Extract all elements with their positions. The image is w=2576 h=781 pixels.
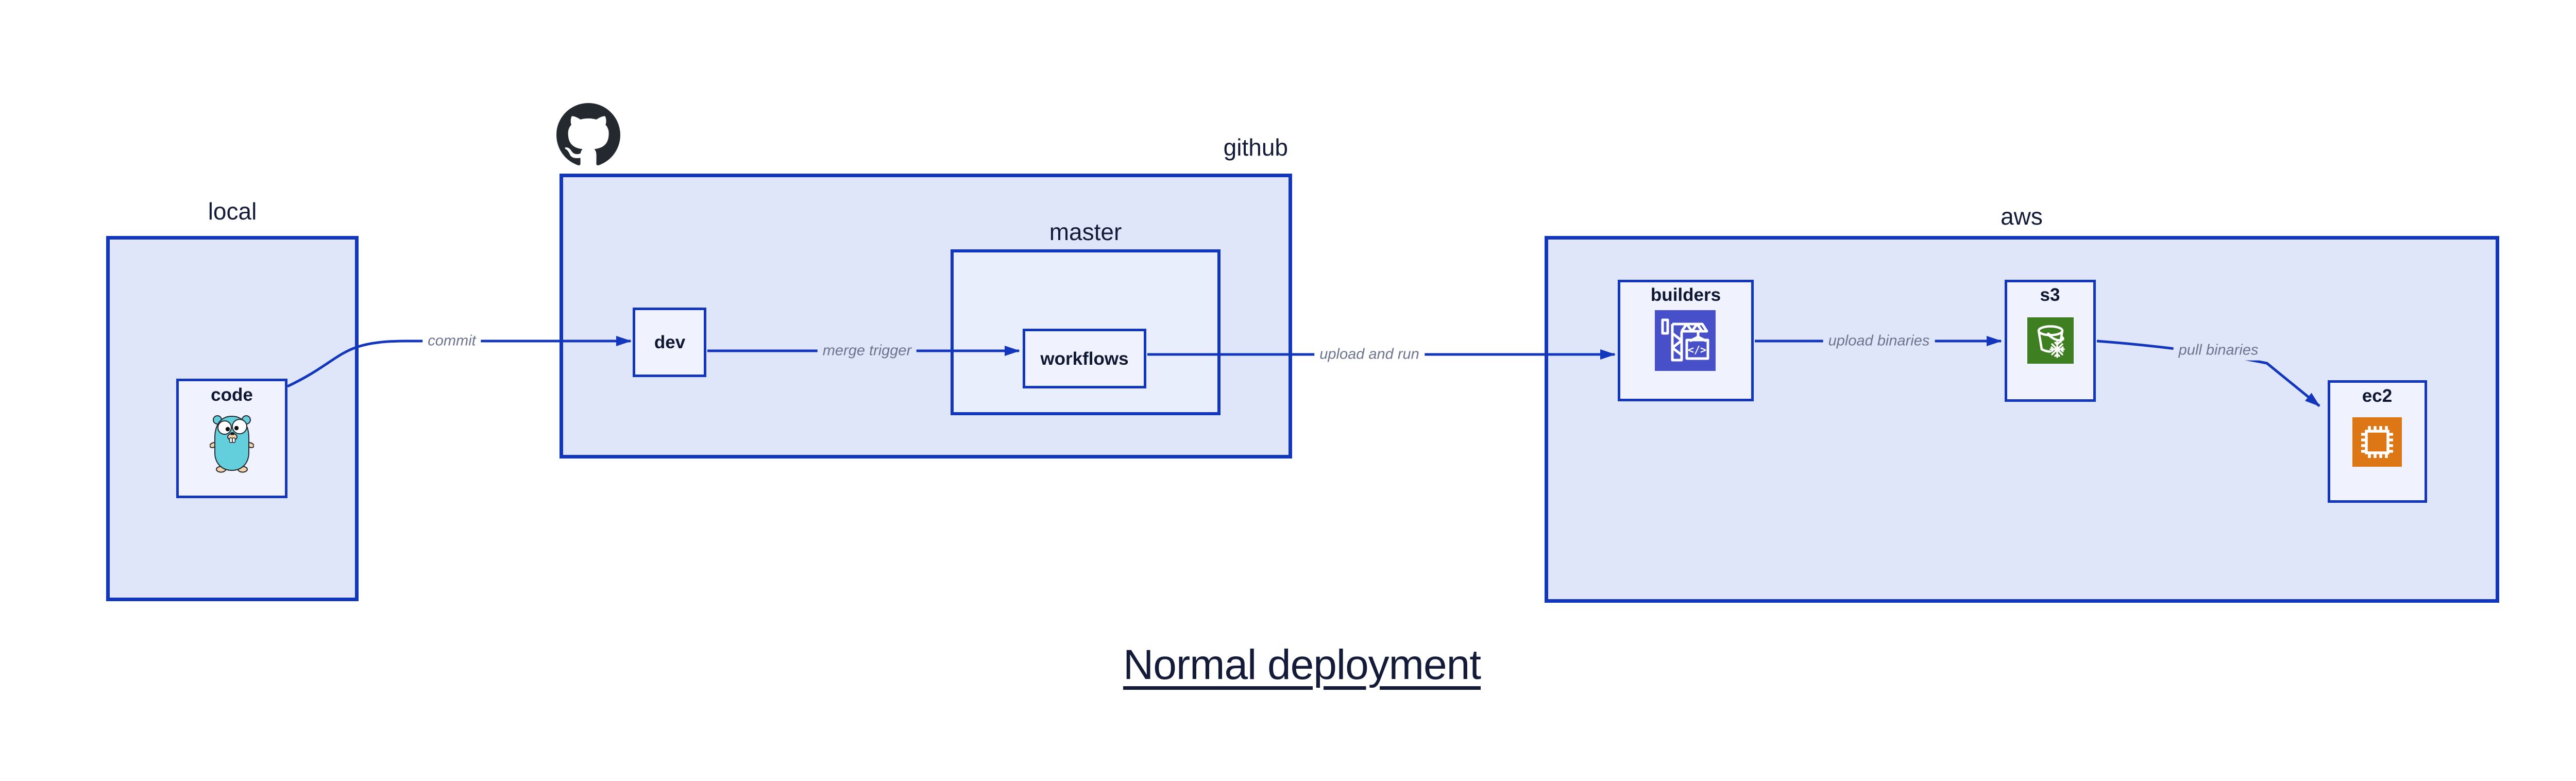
node-label-dev: dev	[654, 332, 686, 352]
node-dev	[633, 308, 706, 377]
edge-commit	[286, 336, 632, 388]
aws-ec2-icon	[2352, 417, 2402, 467]
edge-label-commit: commit	[422, 331, 481, 351]
node-label-builders: builders	[1650, 285, 1721, 305]
aws-s3-bucket-icon	[2027, 317, 2074, 364]
node-workflows	[1023, 329, 1146, 388]
node-label-workflows: workflows	[1040, 348, 1129, 369]
node-label-code: code	[211, 385, 253, 405]
aws-codebuild-icon: </>	[1655, 310, 1716, 371]
go-gopher-icon	[210, 415, 254, 473]
edge-label-pull-binaries: pull binaries	[2173, 340, 2264, 361]
diagram-title: Normal deployment	[1123, 641, 1481, 688]
container-label-github: github	[1223, 134, 1288, 161]
edge-label-upload-and-run: upload and run	[1314, 344, 1425, 365]
edge-label-merge-trigger: merge trigger	[817, 341, 917, 361]
github-octocat-icon	[556, 103, 620, 165]
container-label-local: local	[208, 198, 257, 225]
codebuild-code-glyph: </>	[1688, 344, 1706, 356]
edge-label-upload-binaries: upload binaries	[1823, 331, 1935, 351]
container-label-master: master	[1049, 218, 1122, 245]
node-label-ec2: ec2	[2362, 386, 2393, 406]
container-label-aws: aws	[2001, 203, 2043, 230]
node-label-s3: s3	[2040, 285, 2060, 305]
